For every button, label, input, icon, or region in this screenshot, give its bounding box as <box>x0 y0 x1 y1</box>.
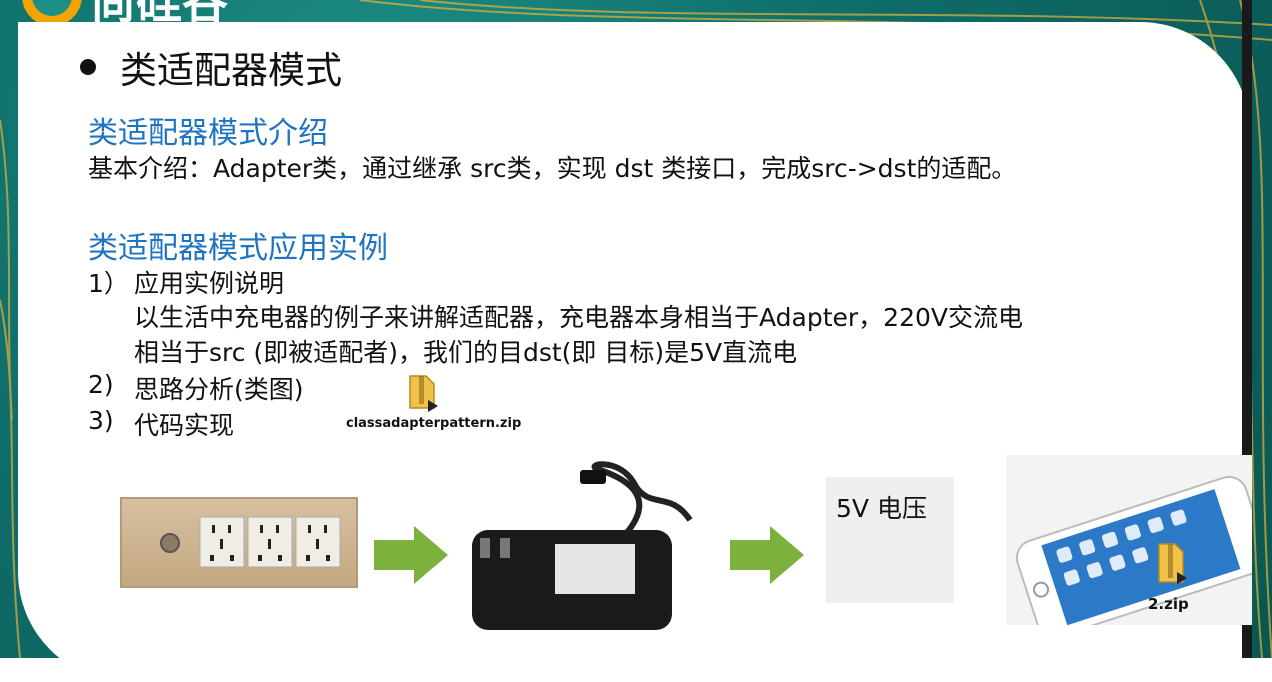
item3-number: 3) <box>88 406 114 435</box>
zip-file-name[interactable]: classadapterpattern.zip <box>346 416 522 431</box>
arrow-right-icon <box>730 526 804 588</box>
voltage-box: 5V 电压 <box>826 477 954 603</box>
item2-label: 思路分析(类图) <box>134 375 304 404</box>
bullet-icon <box>80 59 96 75</box>
item3-label: 代码实现 <box>134 411 235 440</box>
wall-socket-image <box>120 497 358 588</box>
item1-label: 应用实例说明 <box>134 269 285 298</box>
intro-body: 基本介绍：Adapter类，通过继承 src类，实现 dst 类接口，完成src… <box>88 154 1017 183</box>
phone-image <box>1006 455 1268 638</box>
charger-adapter-image <box>460 460 700 642</box>
zip-file-icon[interactable] <box>1155 540 1189 592</box>
voltage-label: 5V 电压 <box>836 494 927 523</box>
example-heading: 类适配器模式应用实例 <box>88 231 388 266</box>
item2-number: 2) <box>88 370 114 399</box>
item1-line1: 以生活中充电器的例子来讲解适配器，充电器本身相当于Adapter，220V交流电 <box>134 303 1024 332</box>
zip-file-name[interactable]: 2.zip <box>1148 595 1189 613</box>
zip-file-icon[interactable] <box>406 372 440 416</box>
slide-title: 类适配器模式 <box>80 40 342 94</box>
slide-title-text: 类适配器模式 <box>120 49 342 92</box>
intro-heading: 类适配器模式介绍 <box>88 116 328 151</box>
item1-line2: 相当于src (即被适配者)，我们的目dst(即 目标)是5V直流电 <box>134 338 798 367</box>
arrow-right-icon <box>374 526 448 588</box>
item1-number: 1） <box>88 269 129 298</box>
window-edge <box>1242 0 1252 658</box>
